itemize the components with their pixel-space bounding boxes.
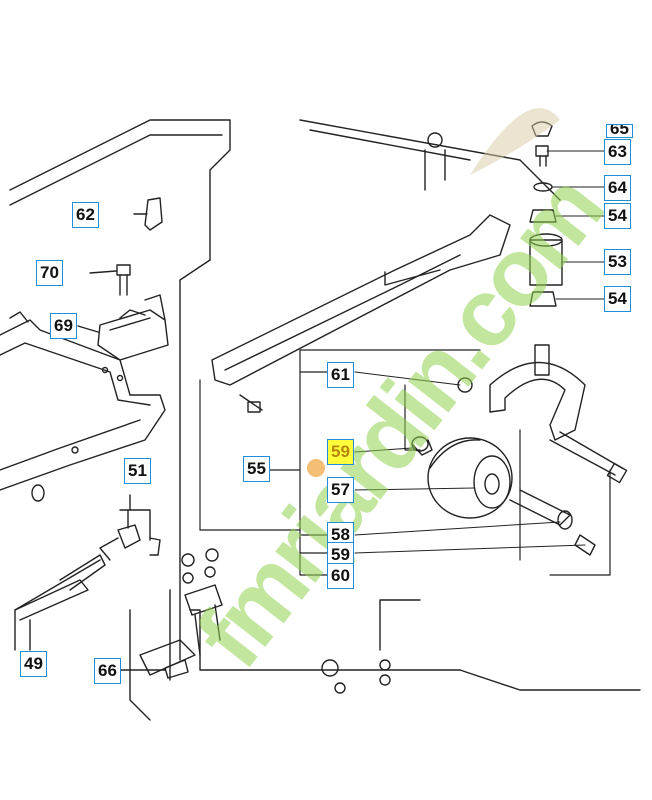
callout-61[interactable]: 61 [327, 362, 354, 388]
part-62-bracket [133, 197, 163, 231]
callout-57[interactable]: 57 [327, 477, 354, 503]
group-bracket [199, 349, 611, 576]
caster-fork [457, 344, 586, 441]
callout-54-top[interactable]: 54 [604, 203, 631, 229]
callout-49[interactable]: 49 [20, 651, 47, 677]
leader-lines [354, 150, 605, 554]
callout-54-bottom[interactable]: 54 [604, 286, 631, 312]
callout-64[interactable]: 64 [604, 175, 631, 201]
spindle-stack [529, 121, 563, 307]
callout-66[interactable]: 66 [94, 658, 121, 684]
part-57-wheel [427, 437, 513, 519]
part-69-bracket [77, 294, 169, 361]
callout-59-highlighted[interactable]: 59 [327, 439, 354, 465]
part-51-linkage [59, 494, 161, 591]
chassis-member [0, 311, 166, 502]
callout-60[interactable]: 60 [327, 563, 354, 589]
part-49-rod [14, 579, 89, 651]
callout-51[interactable]: 51 [124, 458, 151, 484]
part-59-spacer-top [411, 436, 433, 456]
part-66-bolt [119, 548, 391, 694]
callout-69[interactable]: 69 [50, 313, 77, 339]
callout-70[interactable]: 70 [36, 260, 63, 286]
callout-55[interactable]: 55 [243, 456, 270, 482]
callout-63[interactable]: 63 [604, 139, 631, 165]
part-58-tube [509, 431, 628, 556]
part-70-bolt [89, 264, 131, 296]
part-55-arm [211, 132, 511, 413]
callout-53[interactable]: 53 [604, 249, 631, 275]
callout-65-clipped[interactable]: 65 [606, 124, 633, 138]
callout-62[interactable]: 62 [72, 202, 99, 228]
